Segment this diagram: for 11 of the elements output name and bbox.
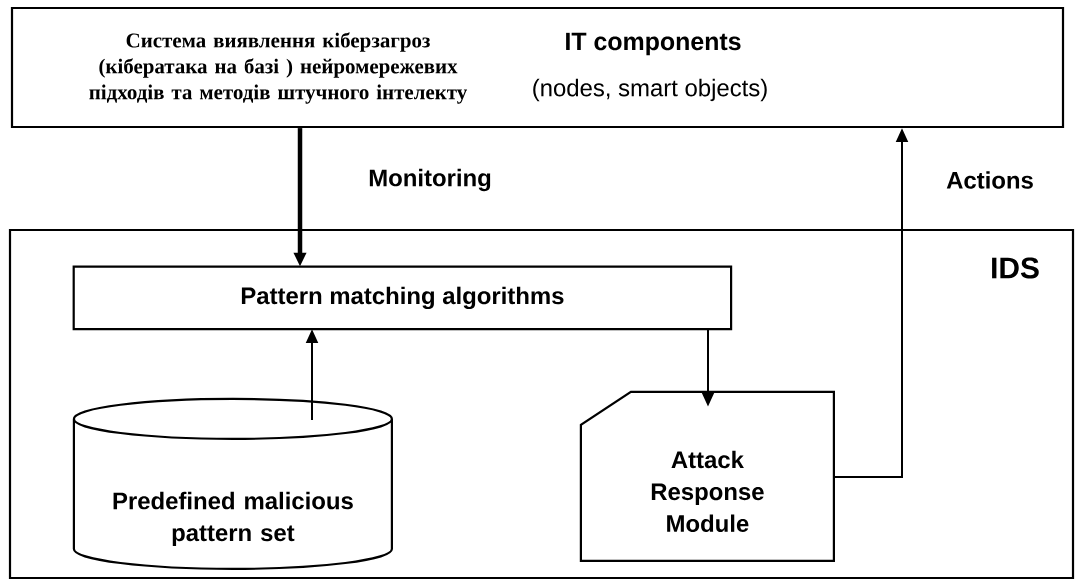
component-box (10, 6, 1065, 129)
box-subtitle: (nodes, smart objects) (533, 78, 767, 102)
database-cylinder: Predefined malicious pattern set (72, 397, 393, 570)
edge-label: Actions (944, 169, 1036, 191)
description-text: Система виявлення кіберзагроз (кібератака на базі ) нейромережевих підходів та методів штучного інтелекту (89, 32, 468, 104)
ids-box (8, 228, 1075, 580)
edge-label: Monitoring (366, 166, 494, 194)
process-box: Pattern matching algorithms (72, 265, 733, 331)
box-title: IT components (566, 32, 741, 56)
module-box: Attack Response Module (579, 390, 835, 562)
box-title: IDS (992, 257, 1039, 279)
